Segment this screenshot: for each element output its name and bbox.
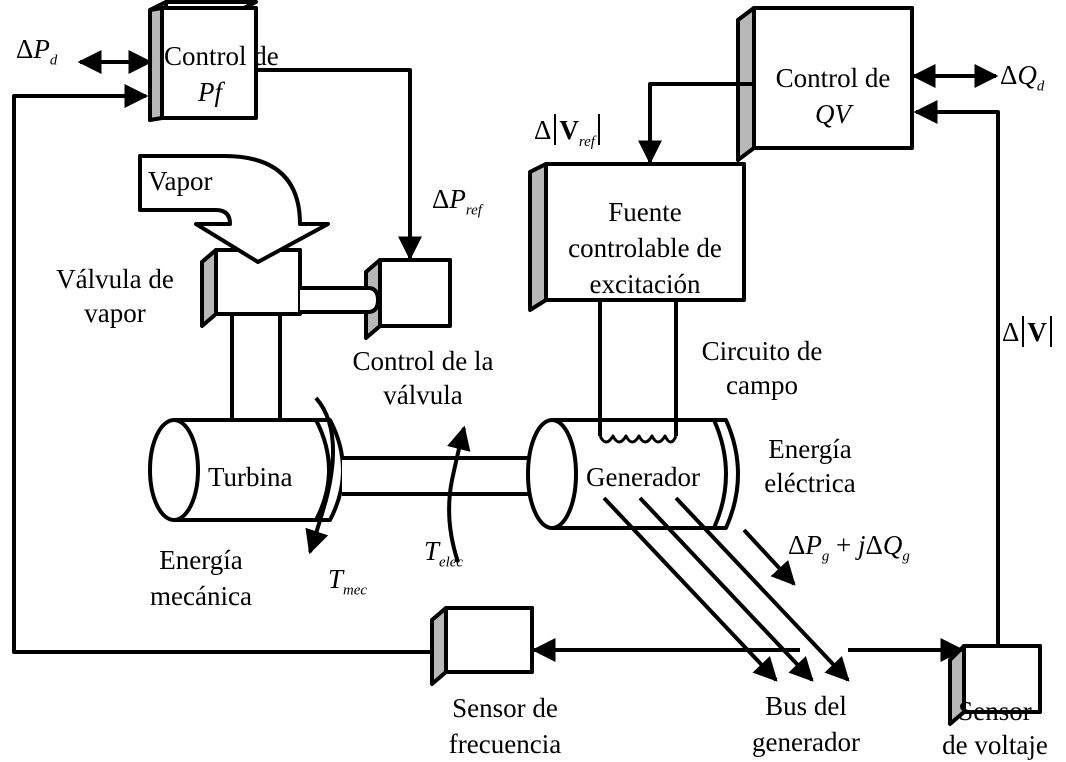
delta-vref-base: V [559,115,579,146]
generator-cylinder [552,418,740,530]
electric-energy-label: Energía eléctrica [730,432,890,500]
delta-pref-delta: Δ [432,184,450,214]
gen-bus-line1: Bus del [765,691,847,721]
valve-control-label: Control de la válvula [318,344,528,412]
delta-pd-delta: Δ [16,34,34,64]
qv-control-line1: Control de [775,63,891,93]
delta-pref-base: P [449,184,466,214]
field-circuit-line2: campo [726,370,798,400]
delta-qd-base: Q [1017,60,1037,90]
tmec-base: T [328,564,344,594]
qv-control-block [736,6,914,162]
power-flow-delta1: Δ [788,530,806,560]
gen-bus-label: Bus del generador [726,688,886,760]
delta-pd-base: P [33,34,50,64]
exciter-line3: excitación [589,269,701,299]
exciter-line1: Fuente [608,197,682,227]
exciter-label: Fuente controlable de excitación [548,194,742,302]
frequency-sensor-block [430,606,534,686]
pf-control-block [148,0,258,122]
turbine-label: Turbina [208,462,293,492]
gen-bus-line2: generador [752,727,860,757]
voltage-sensor-block [948,644,1042,726]
power-flow-pg-sub: g [821,548,830,565]
power-flow-qg-base: Q [882,530,903,560]
pf-control-label: Control de Pf [164,38,279,110]
delta-pd-sub: d [49,52,58,69]
qv-control-line2: QV [815,99,851,129]
telec-sub: elec [439,554,463,571]
electric-energy-line2: eléctrica [764,468,856,498]
delta-vref-sub: ref [578,133,595,150]
generator-label: Generador [586,462,700,492]
volt-sensor-line2: de voltaje [942,730,1048,760]
power-flow-pg-base: P [805,530,822,560]
steam-arrow [138,154,330,264]
delta-v-delta: Δ [1002,317,1020,348]
delta-pref-sub: ref [465,202,482,219]
exciter-block [528,162,746,312]
power-flow-j: j [858,530,866,560]
freq-sensor-line1: Sensor de [452,693,558,723]
power-flow-qg-sub: g [902,548,910,565]
mech-energy-line2: mecánica [150,581,252,611]
delta-pref-label: ΔPref [432,186,482,219]
steam-input-label: Vapor [148,166,213,196]
pf-control-line2: Pf [198,77,222,107]
power-flow-label: ΔPg + jΔQg [788,532,910,565]
valve-control-line1: Control de la [352,346,494,376]
steam-valve-block [200,248,302,328]
tmec-arrow [305,396,336,555]
freq-sensor-label: Sensor de frecuencia [420,690,590,762]
freq-sensor-line2: frecuencia [448,729,562,759]
field-circuit-line1: Circuito de [701,336,823,366]
steam-valve-line1: Válvula de [56,264,174,294]
pf-control-line1: Control de [164,41,279,71]
mech-energy-label: Energía mecánica [126,542,276,614]
exciter-line2: controlable de [568,233,722,263]
delta-vref-delta: Δ [534,115,552,146]
telec-arrow [447,425,471,563]
steam-valve-line2: vapor [84,298,146,328]
delta-v-base: V [1027,317,1047,348]
field-circuit-label: Circuito de campo [682,334,842,402]
delta-qd-delta: Δ [1000,60,1018,90]
telec-label: Telec [424,538,463,571]
tmec-sub: mec [343,582,367,599]
power-flow-plus: + [836,530,852,560]
delta-qd-label: ΔQd [1000,62,1044,95]
valve-control-line2: válvula [383,380,463,410]
telec-base: T [424,536,440,566]
delta-qd-sub: d [1036,78,1045,95]
volt-sensor-label: Sensor de voltaje [924,694,1066,762]
power-flow-delta2: Δ [865,530,883,560]
electric-energy-line1: Energía [768,434,852,464]
steam-valve-label: Válvula de vapor [40,262,190,330]
qv-control-label: Control de QV [756,60,910,132]
tmec-label: Tmec [328,566,367,599]
volt-sensor-line1: Sensor [958,696,1032,726]
delta-pd-label: ΔPd [16,36,57,69]
mech-energy-line1: Energía [159,545,243,575]
